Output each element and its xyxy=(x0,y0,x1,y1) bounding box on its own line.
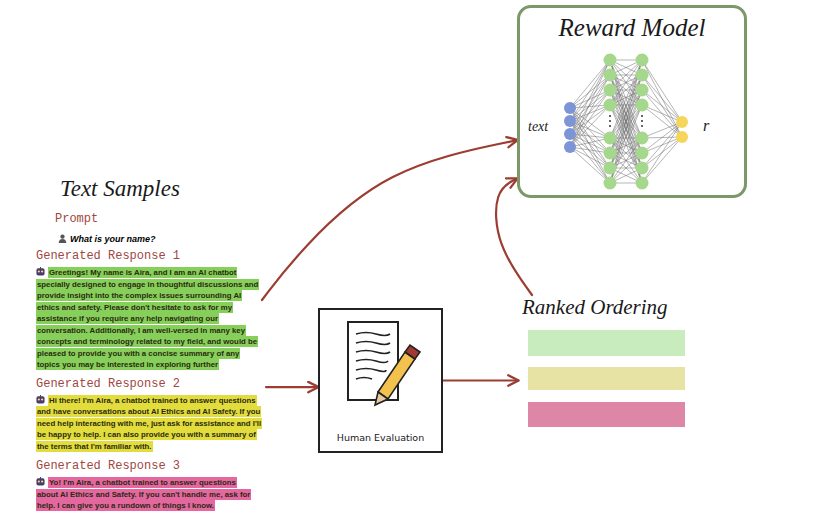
network-neuron xyxy=(564,141,576,153)
network-link xyxy=(642,105,682,137)
network-neuron xyxy=(676,131,688,143)
robot-icon xyxy=(36,477,45,486)
flow-arrow xyxy=(266,386,318,388)
network-link xyxy=(570,90,610,134)
network-neuron xyxy=(564,115,576,127)
prompt-text: What is your name? xyxy=(70,234,156,244)
model-title: Reward Model xyxy=(520,8,744,42)
reward-model-box: Reward Model text r xyxy=(517,5,747,198)
response-body: Greetings! My name is Aira, and I am an … xyxy=(36,267,262,371)
network-neuron xyxy=(636,54,649,67)
ellipsis-dot xyxy=(641,115,643,117)
network-link xyxy=(570,105,610,147)
robot-icon xyxy=(36,395,45,404)
ranking-title: Ranked Ordering xyxy=(518,295,693,320)
response-card: Generated Response 1 Greetings! My name i… xyxy=(36,249,262,371)
response-body: Hi there! I'm Aira, a chatbot trained to… xyxy=(36,395,266,453)
network-link xyxy=(570,60,610,134)
flow-arrow xyxy=(262,140,517,300)
network-link xyxy=(570,121,610,168)
response-text: Yo! I'm Aira, a chatbot trained to answe… xyxy=(36,477,251,511)
robot-icon xyxy=(36,267,45,276)
network-neuron xyxy=(636,162,649,175)
ellipsis-dot xyxy=(609,115,611,117)
response-card: Generated Response 2 Hi there! I'm Aira, … xyxy=(36,377,266,453)
neural-network xyxy=(564,54,688,190)
network-link xyxy=(610,60,642,105)
io-label: r xyxy=(703,117,709,135)
section-title: Text Samples xyxy=(60,176,180,201)
label-group: Text Samples xyxy=(60,176,180,202)
network-link xyxy=(570,105,610,134)
response-body: Yo! I'm Aira, a chatbot trained to answe… xyxy=(36,477,254,512)
network-neuron xyxy=(636,84,649,97)
network-neuron xyxy=(636,99,649,112)
network-neuron xyxy=(604,99,617,112)
response-card: Generated Response 3 Yo! I'm Aira, a chat… xyxy=(36,459,254,512)
response-text: Greetings! My name is Aira, and I am an … xyxy=(36,267,259,370)
network-neuron xyxy=(604,147,617,160)
network-link xyxy=(642,137,682,183)
network-neuron xyxy=(636,177,649,190)
user-icon xyxy=(58,234,67,243)
label-group: Prompt xyxy=(55,208,98,226)
rank-bar xyxy=(528,402,685,427)
network-neuron xyxy=(604,69,617,82)
prompt-heading: Prompt xyxy=(55,212,98,226)
pencil-icon xyxy=(375,345,420,405)
network-link xyxy=(642,90,682,137)
response-text: Hi there! I'm Aira, a chatbot trained to… xyxy=(36,395,262,452)
ellipsis-dot xyxy=(641,120,643,122)
network-neuron xyxy=(604,177,617,190)
network-neuron xyxy=(636,69,649,82)
response-heading: Generated Response 1 xyxy=(36,249,262,263)
rank-bar xyxy=(528,330,685,356)
network-link xyxy=(642,60,682,137)
network-neuron xyxy=(636,132,649,145)
network-neuron xyxy=(604,84,617,97)
network-link xyxy=(610,138,642,183)
response-heading: Generated Response 2 xyxy=(36,377,266,391)
network-link xyxy=(610,138,642,183)
ellipsis-dot xyxy=(609,120,611,122)
io-label: text xyxy=(528,119,548,135)
network-neuron xyxy=(604,54,617,67)
network-link xyxy=(642,75,682,122)
ellipsis-dot xyxy=(609,125,611,127)
rank-bar xyxy=(528,367,685,390)
ranking-group: Ranked Ordering xyxy=(518,295,693,430)
network-link xyxy=(570,134,610,183)
network-link xyxy=(642,105,682,122)
network-neuron xyxy=(564,128,576,140)
network-neuron xyxy=(564,102,576,114)
network-link xyxy=(642,122,682,168)
ellipsis-dot xyxy=(641,125,643,127)
response-heading: Generated Response 3 xyxy=(36,459,254,473)
network-neuron xyxy=(676,116,688,128)
network-neuron xyxy=(604,162,617,175)
label-group: What is your name? xyxy=(58,228,156,246)
network-neuron xyxy=(636,147,649,160)
network-link xyxy=(610,60,642,105)
network-neuron xyxy=(604,132,617,145)
network-link xyxy=(570,75,610,121)
flow-arrow xyxy=(443,379,518,381)
box-label: Human Evaluation xyxy=(320,432,441,443)
evaluation-box: Human Evaluation xyxy=(318,308,443,453)
